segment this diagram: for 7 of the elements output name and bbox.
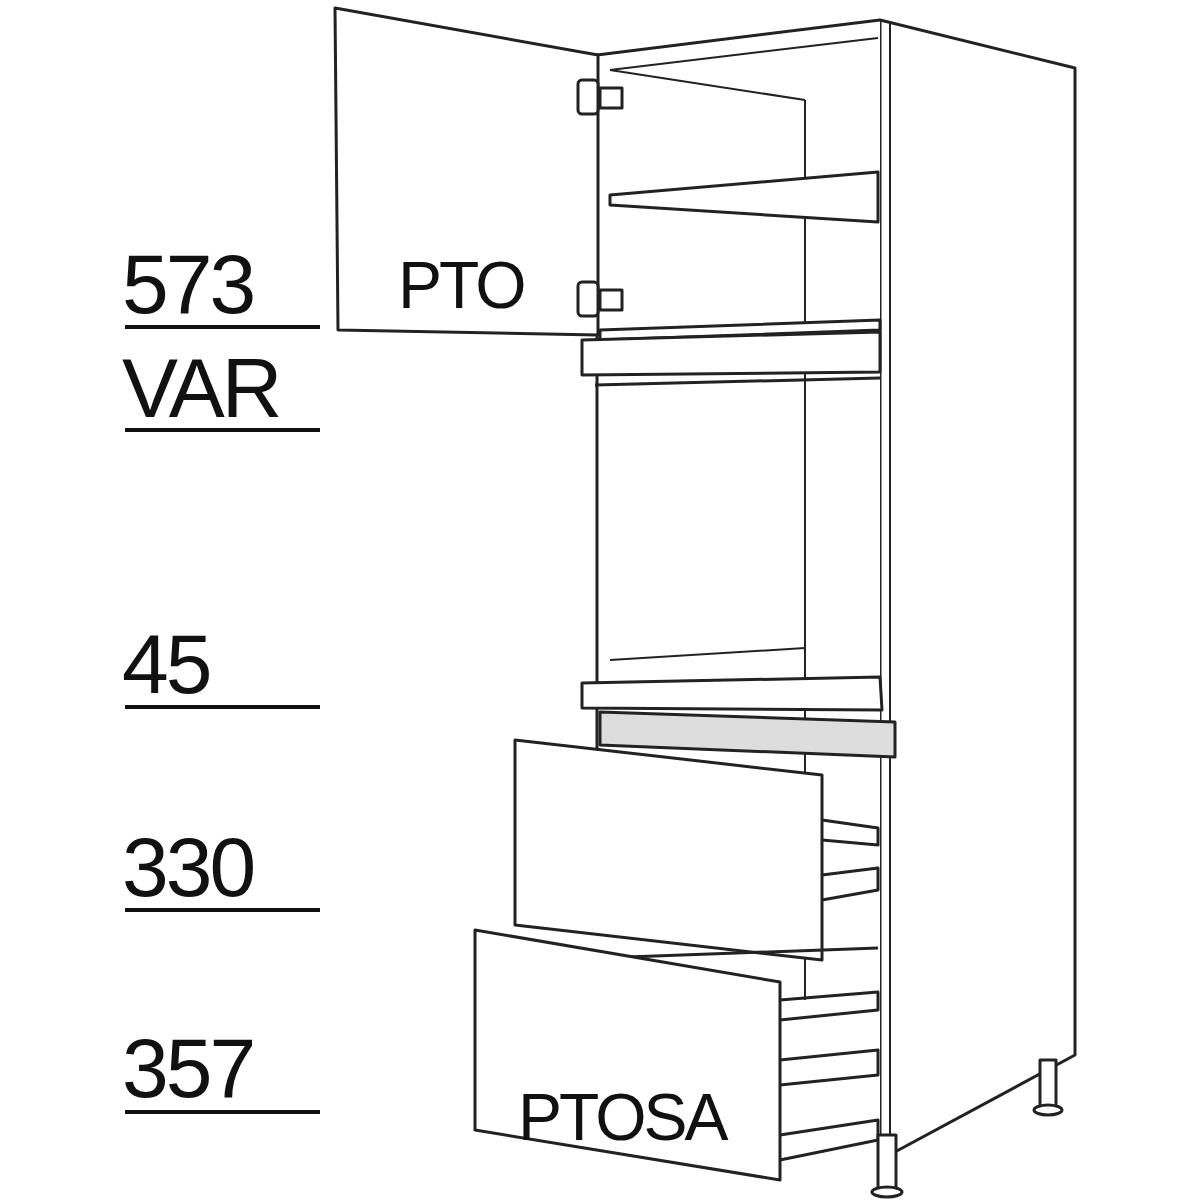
dimension-value: VAR xyxy=(122,346,280,430)
part-code: PTO xyxy=(398,252,524,318)
dimension-value: 573 xyxy=(122,242,254,326)
dimension-value: 330 xyxy=(122,825,254,909)
dimension-value: 45 xyxy=(122,622,210,706)
dimension-value: 357 xyxy=(122,1026,254,1110)
part-code: PTOSA xyxy=(518,1084,726,1150)
